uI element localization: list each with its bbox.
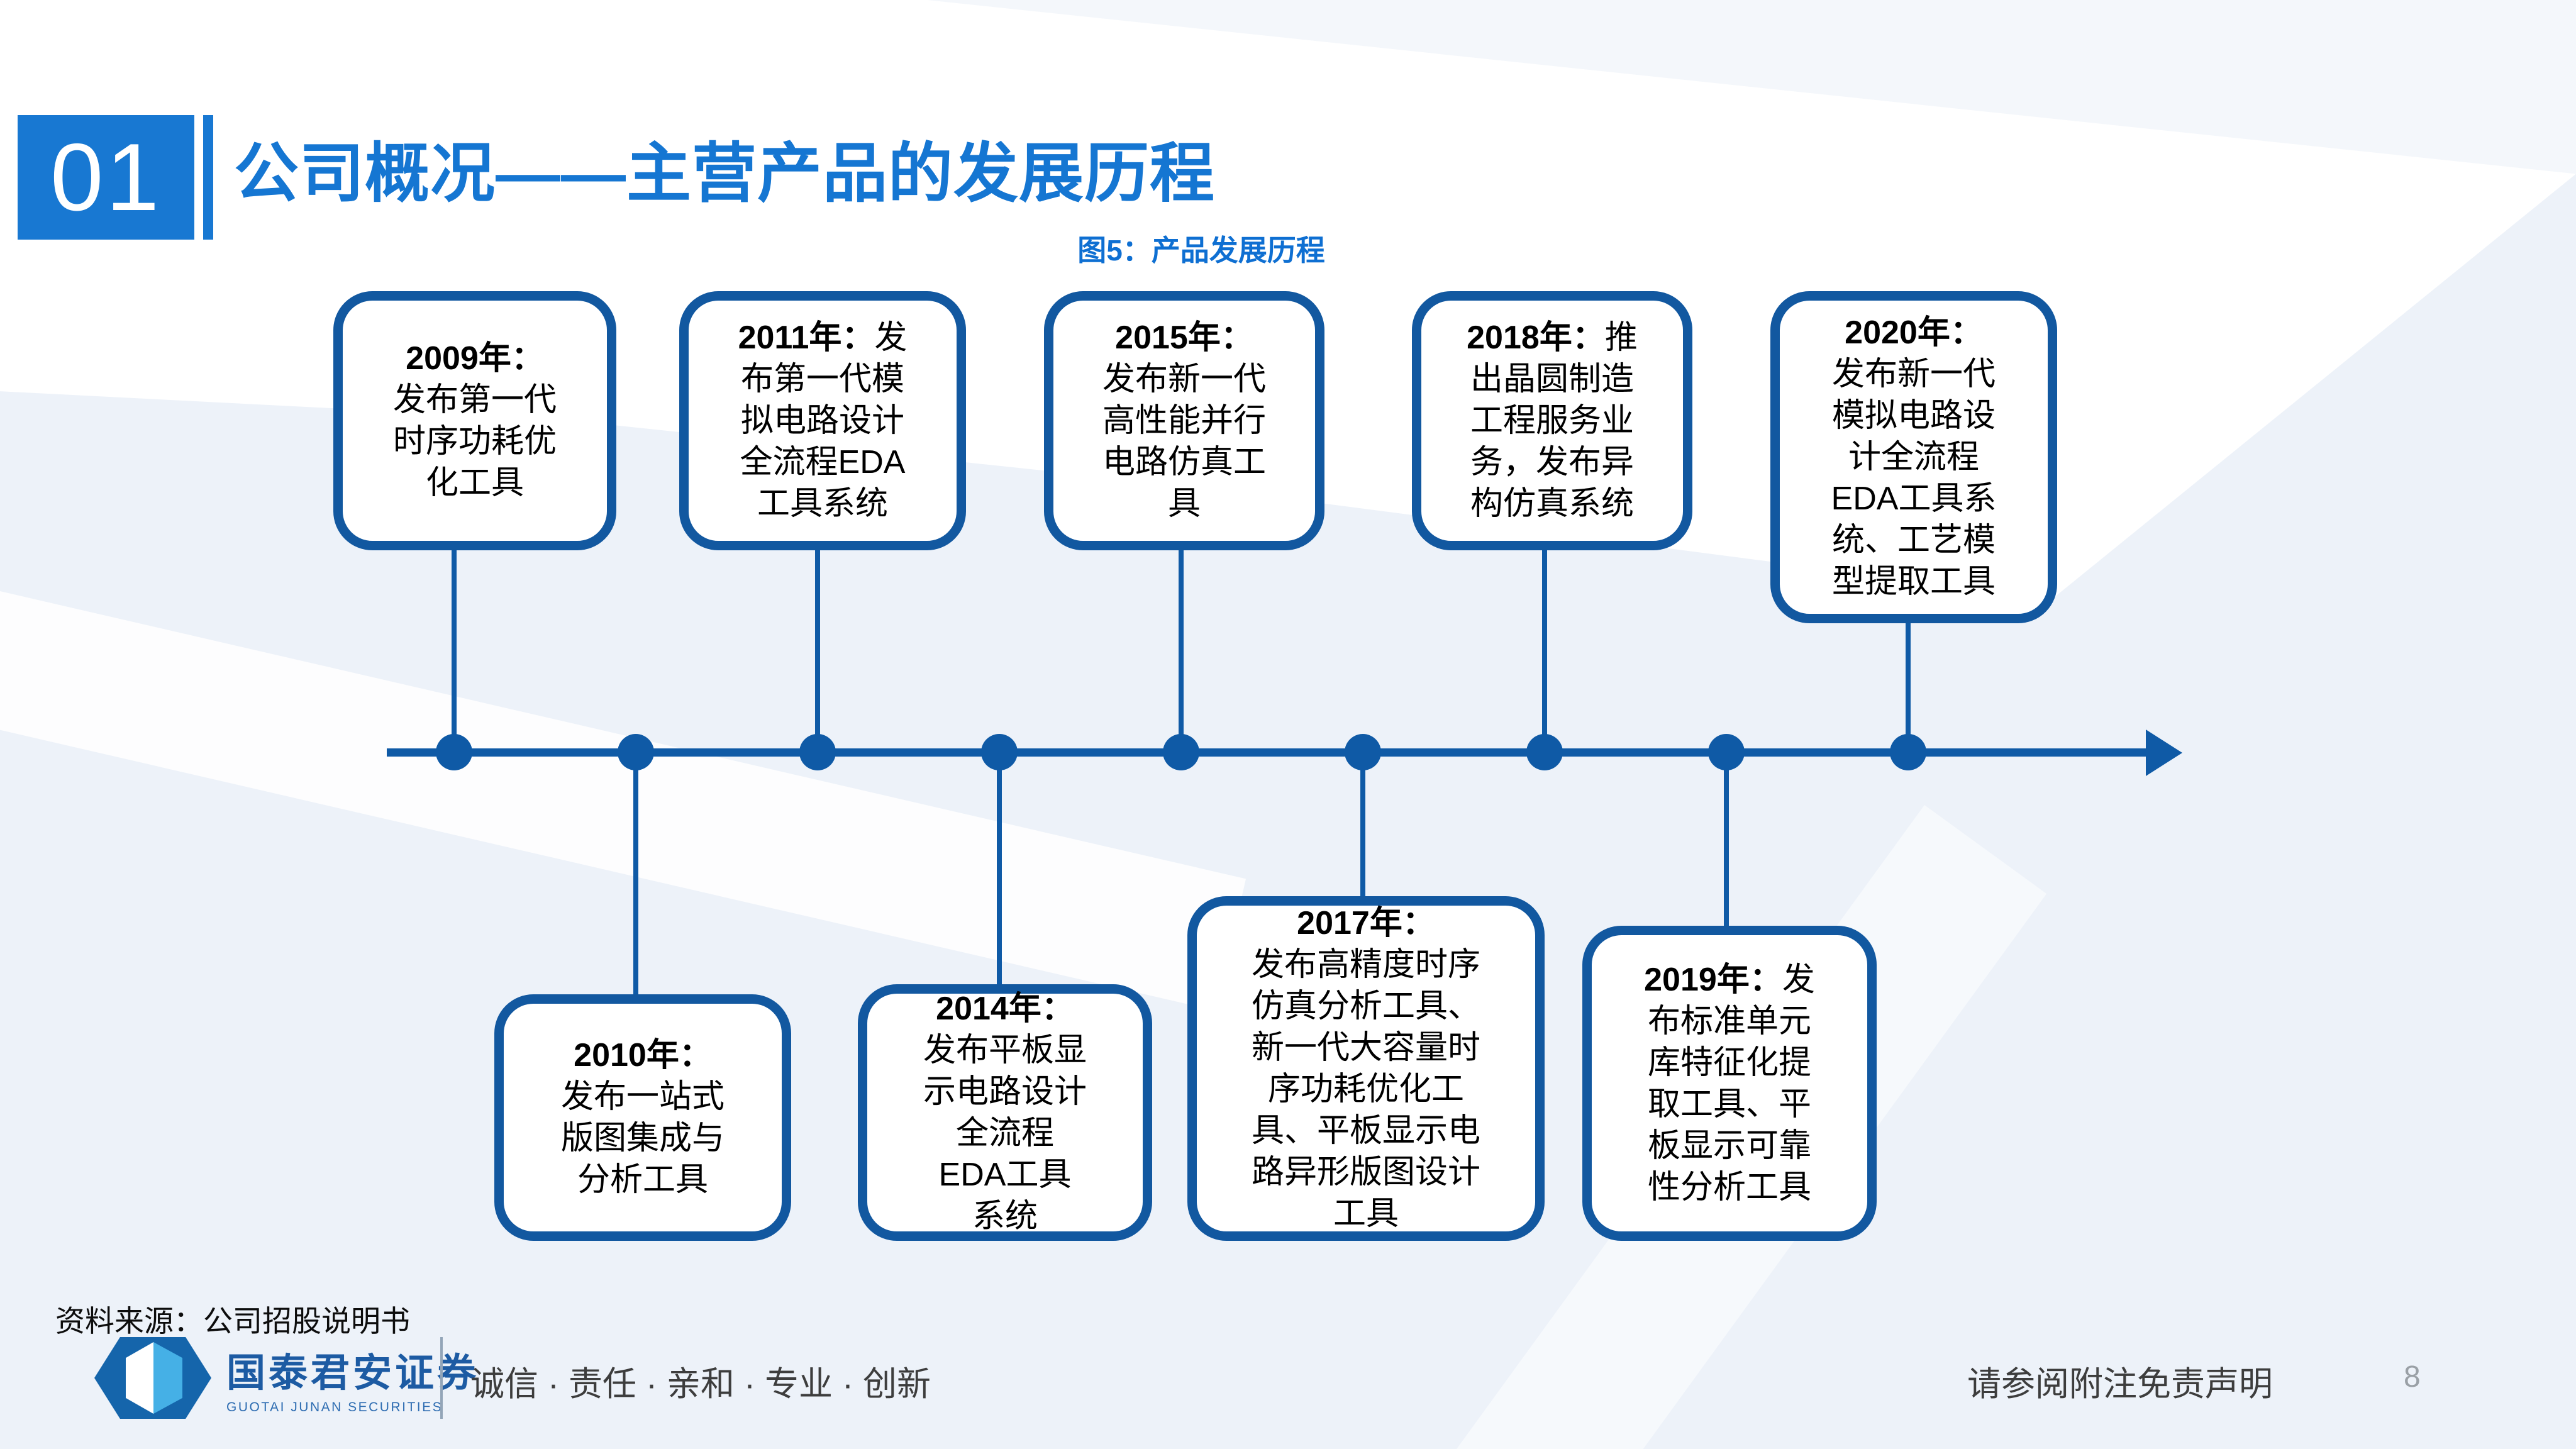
- timeline-event-box-2010: 2010年： 发布一站式版图集成与分析工具: [494, 994, 791, 1241]
- event-desc: 推出晶圆制造工程服务业务，发布异构仿真系统: [1470, 319, 1638, 522]
- event-year: 2009年：: [406, 340, 544, 377]
- connector-2018: [1542, 547, 1547, 752]
- connector-2020: [1906, 621, 1911, 752]
- connector-2011: [815, 547, 820, 752]
- brand-name-en: GUOTAI JUNAN SECURITIES: [226, 1400, 443, 1414]
- brand-logo-icon: [94, 1337, 211, 1419]
- event-year: 2018年：: [1467, 319, 1605, 356]
- event-desc: 发布新一代高性能并行电路仿真工具: [1102, 361, 1266, 522]
- event-desc: 发布新一代模拟电路设计全流程EDA工具系统、工艺模型提取工具: [1831, 356, 1997, 600]
- connector-2014: [997, 752, 1002, 986]
- chapter-number: 01: [50, 123, 162, 231]
- chapter-number-badge: 01: [18, 115, 194, 240]
- event-year: 2019年：: [1644, 961, 1782, 998]
- event-year: 2011年：: [738, 319, 875, 356]
- connector-2010: [633, 752, 638, 996]
- disclaimer-note: 请参阅附注免责声明: [1967, 1365, 2273, 1403]
- figure-caption: 图5：产品发展历程: [1077, 234, 1325, 267]
- event-desc: 发布标准单元库特征化提取工具、平板显示可靠性分析工具: [1647, 961, 1815, 1206]
- background-white-streak-left: [0, 553, 1246, 1011]
- event-year: 2017年：: [1297, 905, 1435, 941]
- timeline-event-box-2017: 2017年： 发布高精度时序仿真分析工具、新一代大容量时序功耗优化工具、平板显示…: [1187, 896, 1545, 1241]
- event-desc: 发布高精度时序仿真分析工具、新一代大容量时序功耗优化工具、平板显示电路异形版图设…: [1251, 947, 1480, 1232]
- page-title: 公司概况——主营产品的发展历程: [234, 137, 1215, 209]
- event-desc: 发布第一代模拟电路设计全流程EDA工具系统: [740, 319, 908, 522]
- timeline-event-box-2014: 2014年： 发布平板显示电路设计全流程EDA工具系统: [858, 984, 1152, 1241]
- timeline-event-box-2011: 2011年：发布第一代模拟电路设计全流程EDA工具系统: [679, 291, 966, 550]
- event-desc: 发布第一代时序功耗优化工具: [392, 382, 557, 501]
- chapter-accent-bar: [203, 115, 213, 240]
- brand-name-cn: 国泰君安证券: [226, 1352, 480, 1395]
- timeline-event-box-2018: 2018年：推出晶圆制造工程服务业务，发布异构仿真系统: [1412, 291, 1692, 550]
- event-year: 2014年：: [936, 991, 1074, 1027]
- event-year: 2010年：: [574, 1037, 712, 1074]
- connector-2015: [1179, 547, 1184, 752]
- source-note: 资料来源：公司招股说明书: [55, 1304, 410, 1338]
- connector-2017: [1360, 752, 1365, 898]
- connector-2009: [452, 547, 457, 752]
- timeline-event-box-2015: 2015年： 发布新一代高性能并行电路仿真工具: [1044, 291, 1324, 550]
- event-year: 2015年：: [1115, 319, 1253, 356]
- event-desc: 发布一站式版图集成与分析工具: [560, 1079, 724, 1198]
- event-desc: 发布平板显示电路设计全流程EDA工具系统: [923, 1032, 1087, 1235]
- brand-logo: 国泰君安证券 GUOTAI JUNAN SECURITIES: [94, 1337, 479, 1419]
- footer-divider: [440, 1337, 443, 1419]
- page-number: 8: [2404, 1360, 2421, 1394]
- connector-2019: [1724, 752, 1729, 928]
- timeline-event-box-2009: 2009年： 发布第一代时序功耗优化工具: [333, 291, 616, 550]
- timeline-arrowhead-icon: [2146, 730, 2182, 776]
- timeline-event-box-2019: 2019年：发布标准单元库特征化提取工具、平板显示可靠性分析工具: [1582, 926, 1877, 1241]
- timeline-event-box-2020: 2020年： 发布新一代模拟电路设计全流程EDA工具系统、工艺模型提取工具: [1770, 291, 2057, 623]
- company-motto: 诚信 · 责任 · 亲和 · 专业 · 创新: [470, 1365, 931, 1403]
- event-year: 2020年：: [1845, 314, 1983, 351]
